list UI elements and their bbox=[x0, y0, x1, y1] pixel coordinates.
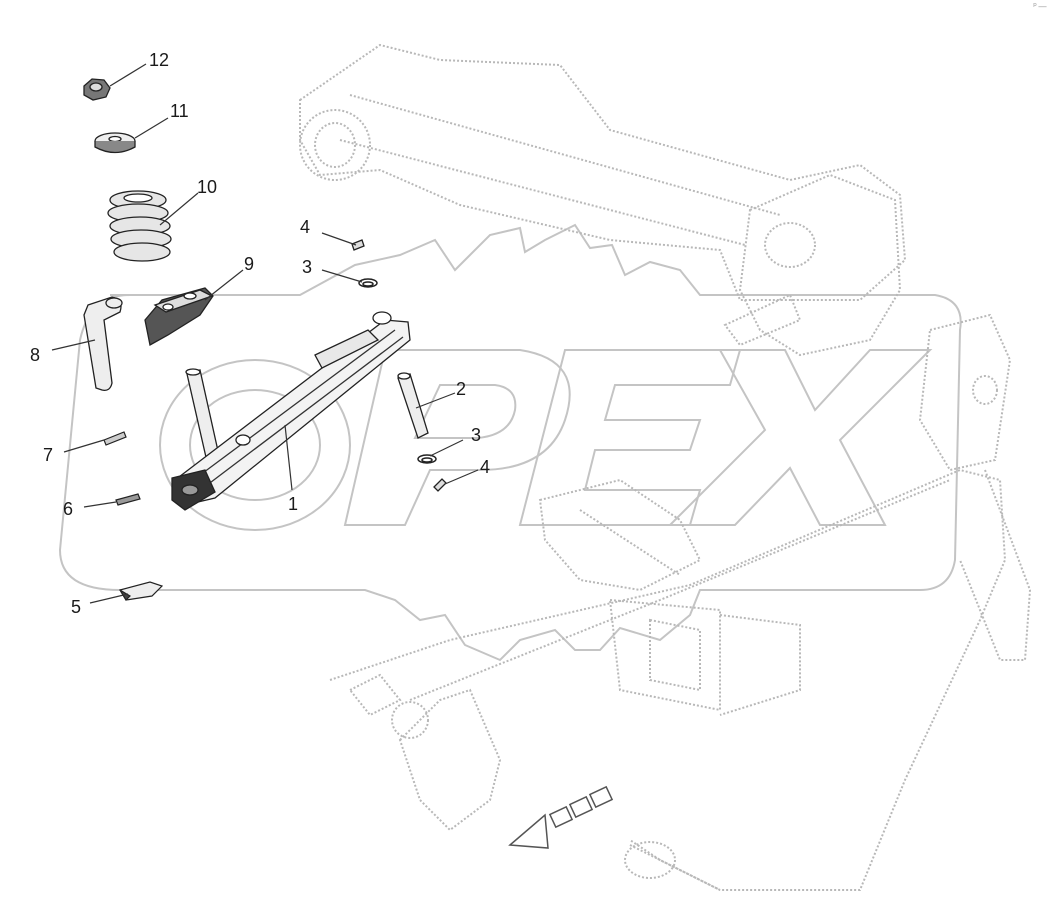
part-pin-upper bbox=[351, 239, 365, 251]
part-roll-pin bbox=[103, 431, 127, 446]
leader-lines bbox=[51, 63, 479, 604]
callout-3-lower[interactable]: 3 bbox=[471, 425, 482, 445]
part-l-pin bbox=[83, 296, 123, 391]
callout-9[interactable]: 9 bbox=[244, 254, 255, 274]
callout-4-upper[interactable]: 4 bbox=[300, 217, 311, 237]
part-spring bbox=[107, 190, 172, 262]
watermark-letter-x bbox=[667, 349, 933, 526]
part-pin-lower bbox=[433, 478, 447, 492]
background-assembly bbox=[299, 43, 1032, 891]
callout-6[interactable]: 6 bbox=[63, 499, 74, 519]
callout-8[interactable]: 8 bbox=[30, 345, 41, 365]
watermark-letter-e bbox=[518, 349, 742, 526]
part-arm bbox=[171, 311, 411, 511]
part-pin bbox=[397, 372, 429, 439]
part-clip bbox=[119, 581, 164, 601]
part-bracket bbox=[144, 287, 214, 347]
callout-5[interactable]: 5 bbox=[71, 597, 82, 617]
part-ring-upper bbox=[358, 278, 378, 288]
direction-arrow-icon bbox=[508, 785, 614, 849]
callout-12[interactable]: 12 bbox=[149, 50, 170, 70]
callout-4-lower[interactable]: 4 bbox=[480, 457, 491, 477]
callout-2[interactable]: 2 bbox=[456, 379, 467, 399]
watermark-gear-outline bbox=[58, 223, 962, 662]
watermark-letter-p bbox=[343, 349, 571, 526]
part-ring-lower bbox=[417, 454, 437, 464]
callout-1[interactable]: 1 bbox=[288, 494, 299, 514]
watermark bbox=[58, 223, 962, 662]
part-nut bbox=[83, 78, 111, 101]
part-spring-pin bbox=[115, 493, 141, 506]
part-washer bbox=[94, 132, 136, 154]
callout-7[interactable]: 7 bbox=[43, 445, 54, 465]
callout-3-upper[interactable]: 3 bbox=[302, 257, 313, 277]
callout-11[interactable]: 11 bbox=[170, 101, 189, 121]
watermark-letter-o bbox=[159, 359, 351, 531]
callout-10[interactable]: 10 bbox=[197, 177, 218, 197]
corner-mark: ᵖ— bbox=[1033, 2, 1048, 12]
